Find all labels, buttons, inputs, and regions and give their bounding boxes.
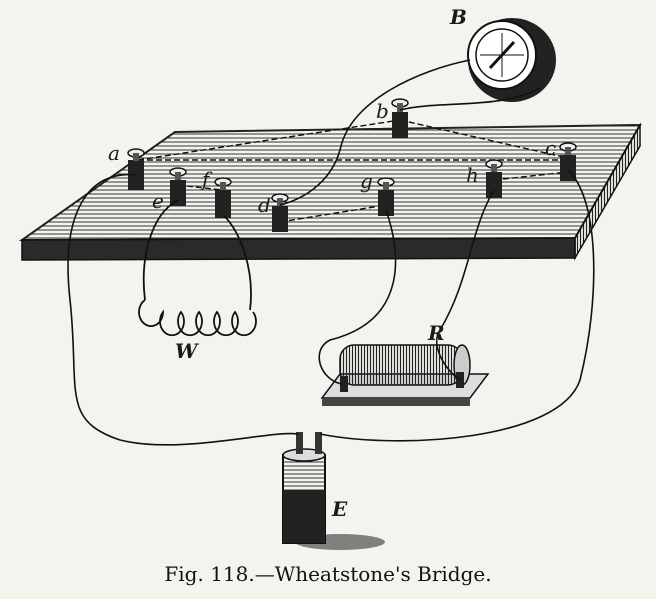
label-b: b [376, 99, 389, 123]
terminal-b [391, 98, 409, 138]
bridge-illustration: a b c d e f g h B W R E [18, 5, 642, 550]
label-resistance-R: R [427, 321, 445, 345]
figure-caption: Fig. 118.—Wheatstone's Bridge. [164, 562, 492, 586]
label-g: g [360, 169, 373, 193]
diagram-labels: a b c d e f g h B W R E [108, 5, 556, 521]
label-a: a [108, 141, 120, 165]
terminal-g [377, 177, 395, 216]
label-e: e [152, 189, 164, 213]
galvanometer-wires [279, 59, 541, 206]
battery-wires [67, 169, 595, 446]
terminal-a [127, 148, 145, 190]
resistance-box [320, 344, 490, 406]
battery-cell [282, 432, 385, 550]
label-d: d [258, 193, 271, 217]
rheostat-wires [318, 189, 495, 385]
board-wires [137, 119, 569, 223]
terminal-d [271, 193, 289, 232]
galvanometer [467, 18, 556, 102]
terminal-h [485, 159, 503, 198]
terminal-e [169, 167, 187, 206]
label-h: h [466, 163, 479, 187]
terminal-f [214, 177, 232, 218]
label-coil-W: W [175, 339, 200, 363]
label-battery-E: E [331, 497, 348, 521]
label-galvanometer-B: B [449, 5, 467, 29]
label-c: c [545, 136, 556, 160]
coil-w [138, 199, 257, 337]
